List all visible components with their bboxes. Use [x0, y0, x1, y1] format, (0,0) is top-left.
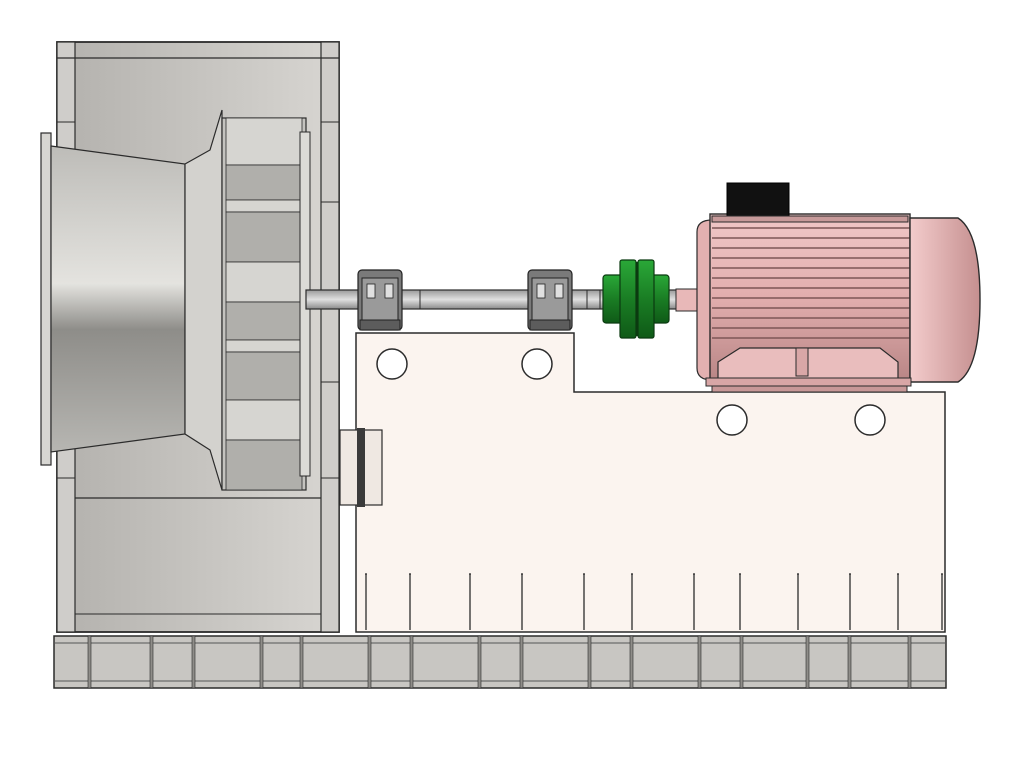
base-frame-divider — [87, 635, 92, 689]
base-frame-divider — [149, 635, 154, 689]
impeller-blade — [225, 261, 303, 303]
base-frame-divider — [477, 635, 482, 689]
base-frame-divider — [805, 635, 810, 689]
pedestal-hole — [716, 404, 748, 436]
base-frame-divider — [629, 635, 634, 689]
impeller-blade — [225, 351, 303, 401]
bearing-block — [357, 269, 403, 331]
base-frame-divider — [259, 635, 264, 689]
base-frame-divider — [587, 635, 592, 689]
bearing-blocks — [357, 269, 573, 331]
impeller-blades — [225, 117, 303, 491]
inlet-cone — [40, 109, 223, 491]
impeller-blade — [225, 399, 303, 441]
bearing-block — [527, 269, 573, 331]
base-frame-divider — [191, 635, 196, 689]
base-frame-divider — [367, 635, 372, 689]
motor-cooling-fins — [712, 227, 910, 339]
pedestal-hole — [854, 404, 886, 436]
base-frame-divider — [847, 635, 852, 689]
base-frame-divider — [299, 635, 304, 689]
impeller-blade — [225, 117, 303, 166]
impeller-blade — [225, 339, 303, 353]
impeller-blade — [225, 439, 303, 491]
base-frame-divider — [409, 635, 414, 689]
motor — [675, 213, 981, 393]
coupling — [602, 259, 670, 339]
base-frame-divider — [739, 635, 744, 689]
impeller-blade — [225, 164, 303, 201]
pedestal — [339, 332, 946, 633]
pedestal-hole — [376, 348, 408, 380]
impeller-blade — [225, 211, 303, 263]
pedestal-ribs — [365, 573, 943, 630]
base-frame-divider — [519, 635, 524, 689]
base-frame — [53, 635, 947, 689]
base-frame-divider — [907, 635, 912, 689]
impeller — [221, 117, 311, 491]
impeller-blade — [225, 199, 303, 213]
base-frame-divider — [697, 635, 702, 689]
impeller-blade — [225, 301, 303, 341]
pedestal-hole — [521, 348, 553, 380]
terminal-box — [711, 182, 909, 223]
base-frame-dividers — [87, 635, 912, 689]
